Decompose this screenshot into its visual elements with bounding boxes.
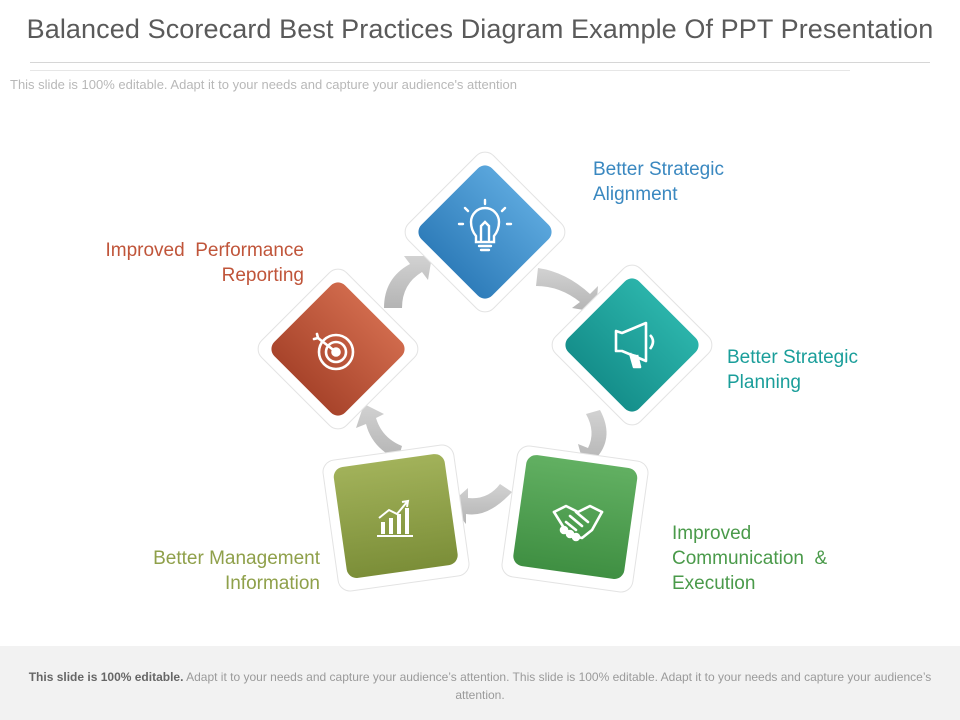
arrow-information-to-reporting bbox=[356, 404, 402, 460]
label-management-information-line1: Better Management bbox=[153, 548, 320, 569]
footer-note-text: Adapt it to your needs and capture your … bbox=[183, 670, 932, 702]
label-communication-execution-line3: Execution bbox=[672, 573, 756, 594]
node-management-information bbox=[322, 444, 470, 592]
label-strategic-alignment-line1: Better Strategic bbox=[593, 159, 724, 180]
label-strategic-planning-line2: Planning bbox=[727, 372, 801, 393]
label-communication-execution: Improved Communication & Execution bbox=[672, 521, 827, 596]
title-divider bbox=[30, 62, 930, 63]
slide-subtitle: This slide is 100% editable. Adapt it to… bbox=[10, 77, 517, 92]
arrow-planning-to-communication bbox=[578, 410, 608, 466]
lightbulb-icon bbox=[457, 198, 513, 252]
scorecard-diagram bbox=[257, 151, 713, 593]
label-performance-reporting-line2: Reporting bbox=[221, 265, 304, 286]
node-strategic-planning bbox=[551, 264, 713, 426]
megaphone-icon bbox=[614, 321, 655, 369]
label-performance-reporting: Improved Performance Reporting bbox=[64, 238, 304, 288]
arrow-communication-to-information bbox=[450, 484, 512, 524]
label-strategic-planning-line1: Better Strategic bbox=[727, 347, 858, 368]
label-communication-execution-line1: Improved bbox=[672, 523, 752, 544]
footer-note-bold: This slide is 100% editable. bbox=[28, 670, 184, 684]
label-management-information: Better Management Information bbox=[100, 546, 320, 596]
label-management-information-line2: Information bbox=[224, 573, 320, 594]
slide-title: Balanced Scorecard Best Practices Diagra… bbox=[26, 14, 934, 44]
bar-chart-icon bbox=[377, 499, 413, 537]
label-communication-execution-line2: Communication & bbox=[672, 548, 828, 569]
target-icon bbox=[312, 332, 355, 371]
handshake-icon bbox=[552, 504, 604, 542]
title-divider-secondary bbox=[30, 70, 850, 71]
label-performance-reporting-line1: Improved Performance bbox=[105, 240, 304, 261]
label-strategic-alignment: Better Strategic Alignment bbox=[593, 157, 724, 207]
label-strategic-alignment-line2: Alignment bbox=[593, 184, 678, 205]
footer-note: This slide is 100% editable. Adapt it to… bbox=[18, 668, 942, 704]
arrow-reporting-to-alignment bbox=[384, 256, 432, 308]
footer-bar bbox=[0, 646, 960, 720]
arrow-alignment-to-planning bbox=[536, 268, 598, 312]
cycle-arrows bbox=[356, 256, 608, 524]
node-strategic-alignment bbox=[404, 151, 566, 313]
label-strategic-planning: Better Strategic Planning bbox=[727, 345, 858, 395]
